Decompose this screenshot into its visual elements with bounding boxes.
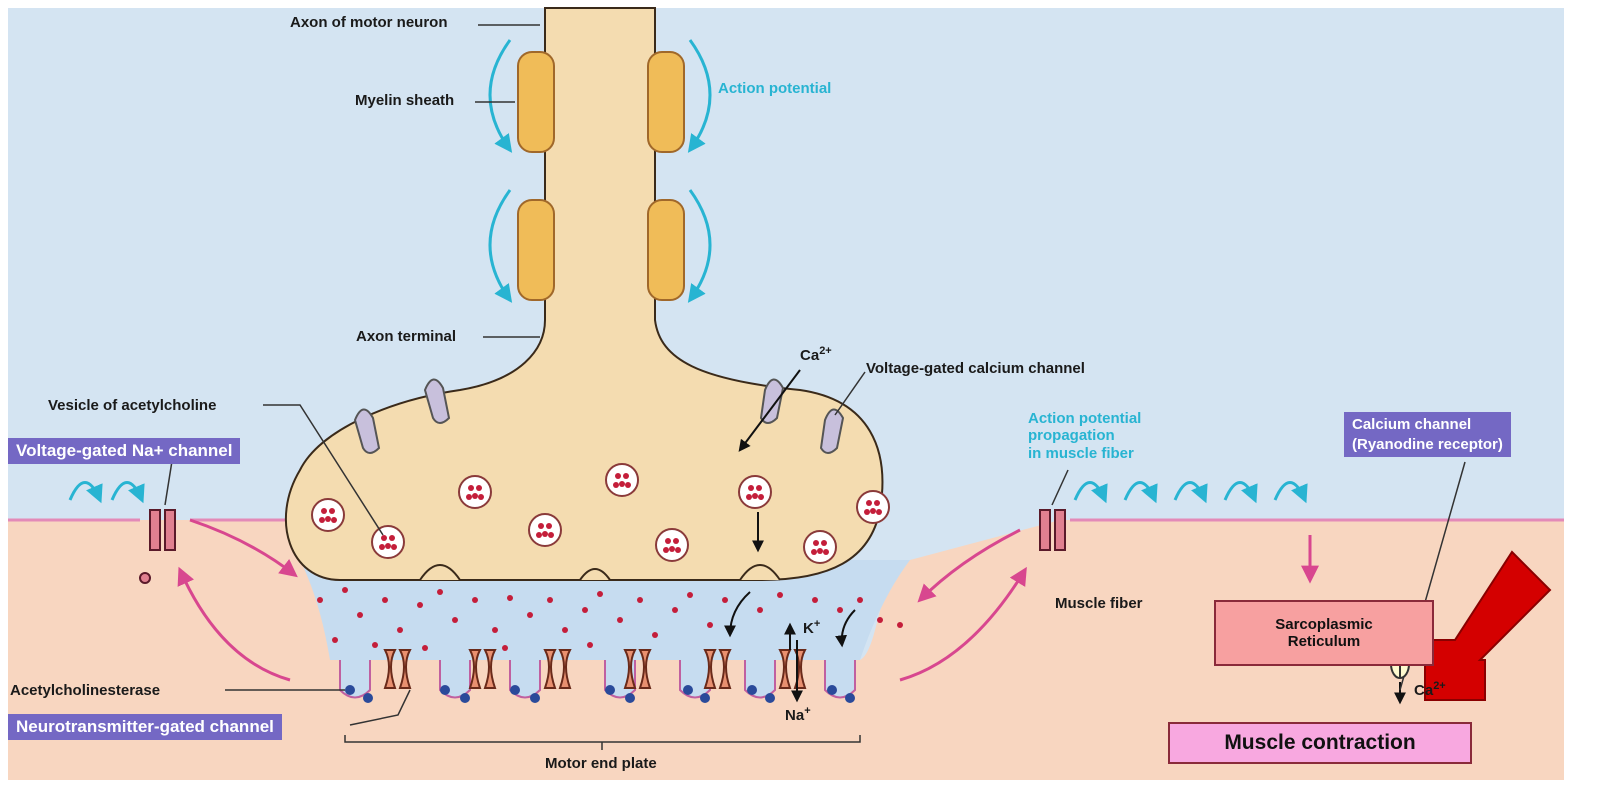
sarcoplasmic-reticulum-box: Sarcoplasmic Reticulum bbox=[1214, 600, 1434, 666]
label-muscle-contraction: Muscle contraction bbox=[1224, 731, 1415, 755]
label-voltage-gated-calcium-channel: Voltage-gated calcium channel bbox=[866, 360, 1085, 377]
label-action-potential: Action potential bbox=[718, 80, 831, 97]
label-ap-propagation-line3: in muscle fiber bbox=[1028, 445, 1141, 462]
label-axon-of-motor-neuron: Axon of motor neuron bbox=[290, 14, 448, 31]
label-k-ion: K+ bbox=[803, 618, 820, 637]
label-calcium-channel-line2: (Ryanodine receptor) bbox=[1352, 435, 1503, 455]
label-ap-propagation: Action potential propagation in muscle f… bbox=[1028, 410, 1141, 462]
label-myelin-sheath: Myelin sheath bbox=[355, 92, 454, 109]
label-voltage-gated-na-channel: Voltage-gated Na+ channel bbox=[8, 438, 240, 464]
label-sarcoplasmic-line1: Sarcoplasmic bbox=[1275, 616, 1373, 633]
label-neurotransmitter-gated-channel: Neurotransmitter-gated channel bbox=[8, 714, 282, 740]
label-ap-propagation-line2: propagation bbox=[1028, 427, 1141, 444]
label-calcium-channel-line1: Calcium channel bbox=[1352, 415, 1503, 435]
label-ca-release: Ca2+ bbox=[1414, 680, 1446, 699]
label-ca-ion: Ca2+ bbox=[800, 345, 832, 364]
label-vesicle-of-acetylcholine: Vesicle of acetylcholine bbox=[48, 397, 216, 414]
label-ap-propagation-line1: Action potential bbox=[1028, 410, 1141, 427]
label-calcium-channel: Calcium channel (Ryanodine receptor) bbox=[1344, 412, 1511, 457]
label-sarcoplasmic-line2: Reticulum bbox=[1275, 633, 1373, 650]
label-muscle-fiber: Muscle fiber bbox=[1055, 595, 1143, 612]
label-acetylcholinesterase: Acetylcholinesterase bbox=[10, 682, 160, 699]
label-motor-end-plate: Motor end plate bbox=[545, 755, 657, 772]
muscle-contraction-box: Muscle contraction bbox=[1168, 722, 1472, 764]
label-axon-terminal: Axon terminal bbox=[356, 328, 456, 345]
label-na-ion: Na+ bbox=[785, 705, 811, 724]
